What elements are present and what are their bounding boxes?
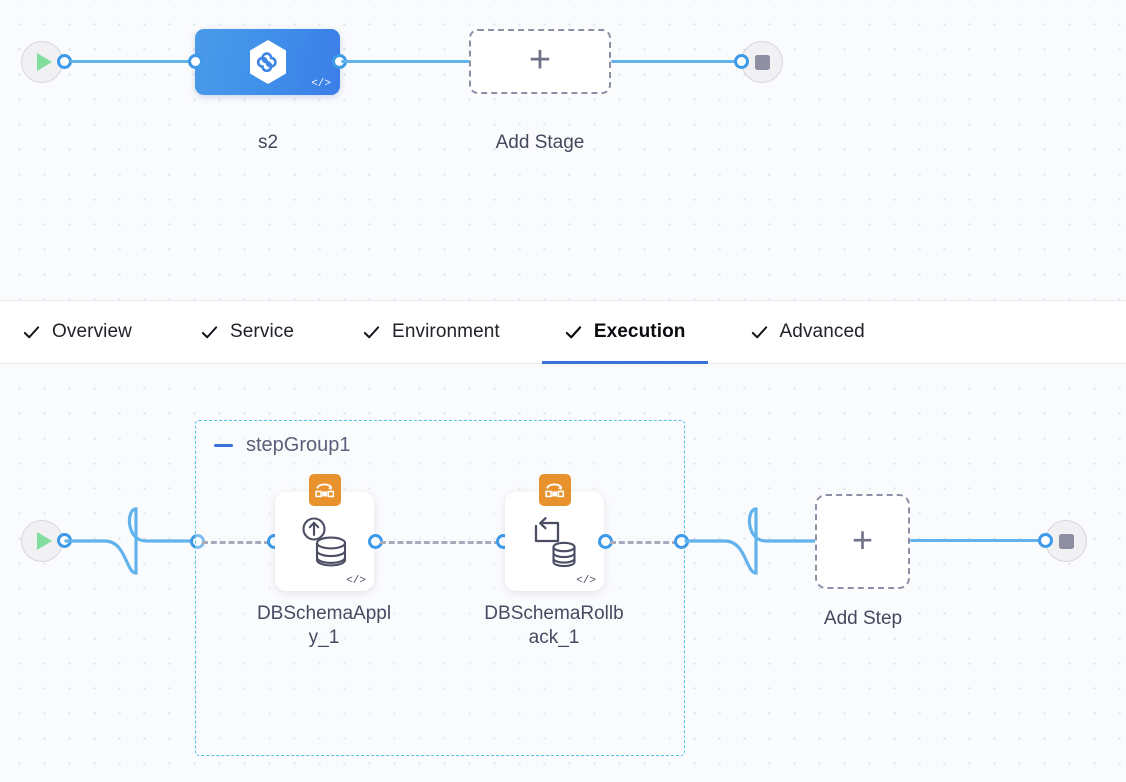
add-step-label: Add Step [823,608,903,629]
rolling-deployment-glyph [545,483,565,497]
check-icon [23,325,40,338]
stop-icon [754,54,770,70]
execution-canvas[interactable]: stepGroup1 [0,364,1126,782]
plus-icon: + [851,518,874,560]
link-dash-group-to-step1 [202,541,270,544]
stop-circle [741,41,783,83]
check-icon [565,325,582,338]
harness-hexagon-icon [249,40,286,84]
stage-config-tabs[interactable]: Overview Service Environment Execution [0,300,1126,364]
rolling-deployment-icon [308,474,341,506]
tab-execution-label: Execution [593,321,686,342]
database-apply-icon [301,517,346,567]
stop-input-port[interactable] [1038,533,1053,548]
stage-canvas[interactable]: </> s2 + Add Stage [0,0,1126,300]
step-label-line1: DBSchemaRollb [484,603,624,624]
code-badge-icon: </> [311,78,331,90]
stop-icon [1058,533,1074,549]
stop-input-port[interactable] [734,54,749,69]
stepgroup-output-port[interactable] [674,534,689,549]
tab-spacer [708,301,728,363]
code-badge-icon: </> [346,575,366,587]
link-start-to-s2 [70,60,198,64]
stop-circle [1045,520,1087,562]
step-node-dbschemarollback[interactable]: </> [505,474,604,591]
tab-overview-label: Overview [52,321,132,342]
stage-node-s2-label: s2 [257,132,279,153]
tab-overview[interactable]: Overview [0,301,154,363]
rolling-deployment-icon [538,474,571,506]
tab-advanced-label: Advanced [779,321,865,342]
add-step-button[interactable]: + [815,494,910,589]
link-s2-to-add-stage [341,60,470,64]
database-rollback-icon [534,517,576,568]
play-icon [36,532,52,550]
tab-spacer [154,301,178,363]
play-icon [36,53,52,71]
execution-start-node[interactable] [21,520,72,562]
rolling-deployment-glyph [315,483,335,497]
tab-environment-label: Environment [392,321,500,342]
tab-service[interactable]: Service [178,301,316,363]
link-dash-step1-to-step2 [380,541,500,544]
execution-end-node[interactable] [1038,520,1087,562]
tab-service-label: Service [229,321,295,342]
step-label-line2: y_1 [308,627,340,649]
step-node-dbschemaapply-label: DBSchemaAppl y_1 [244,602,404,651]
stage-node-s2[interactable]: </> [188,29,347,95]
tab-execution[interactable]: Execution [541,301,708,364]
stage-start-node[interactable] [21,41,72,83]
step-node-dbschemarollback-label: DBSchemaRollb ack_1 [474,602,634,651]
link-add-stage-to-stop [611,60,745,64]
step-label-line1: DBSchemaAppl [256,603,392,624]
step-group-stepGroup1[interactable]: stepGroup1 [195,420,685,756]
parallel-fan-connector-left [64,507,202,575]
check-icon [751,325,767,338]
step-group-title: stepGroup1 [246,434,351,456]
step-node-dbschemaapply[interactable]: </> [275,474,374,591]
code-badge-icon: </> [576,575,596,587]
parallel-fan-connector-right [684,507,817,575]
step-group-header[interactable]: stepGroup1 [214,434,351,457]
plus-icon: + [528,38,552,81]
tab-spacer [522,301,542,363]
add-stage-button[interactable]: + [469,29,611,94]
tab-spacer [316,301,340,363]
start-output-port[interactable] [57,533,72,548]
link-dash-step2-to-group [610,541,678,544]
tab-environment[interactable]: Environment [340,301,522,363]
stage-end-node[interactable] [734,41,783,83]
check-icon [201,325,218,338]
start-circle [21,41,63,83]
tab-advanced[interactable]: Advanced [728,301,887,363]
check-icon [363,325,380,338]
step-label-line2: ack_1 [528,627,580,649]
add-stage-label: Add Stage [495,132,585,153]
link-add-step-to-stop [910,539,1050,543]
s2-input-port[interactable] [188,54,203,69]
minus-icon[interactable] [214,444,233,447]
